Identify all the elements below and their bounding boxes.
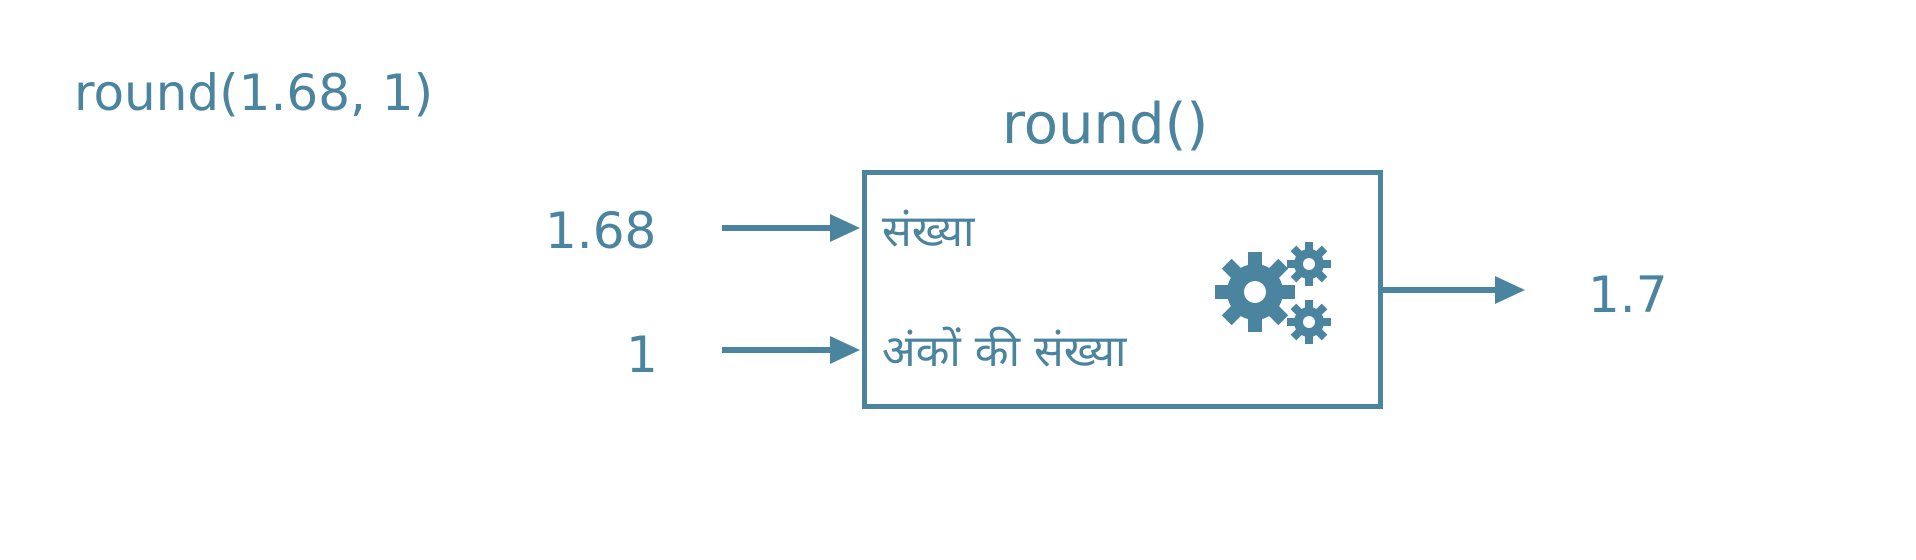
input-value-number: 1.68	[545, 202, 657, 260]
function-box	[862, 170, 1383, 409]
input-arrow-number	[722, 214, 860, 242]
expression-text: round(1.68, 1)	[74, 64, 434, 122]
output-value: 1.7	[1588, 266, 1668, 324]
param-label-digits: अंकों की संख्या	[882, 326, 1127, 377]
function-title: round()	[1002, 92, 1209, 157]
param-label-number: संख्या	[882, 206, 975, 257]
gears-icon	[1215, 242, 1331, 344]
input-arrow-digits	[722, 336, 860, 364]
input-value-digits: 1	[626, 326, 658, 384]
output-arrow	[1383, 276, 1525, 304]
